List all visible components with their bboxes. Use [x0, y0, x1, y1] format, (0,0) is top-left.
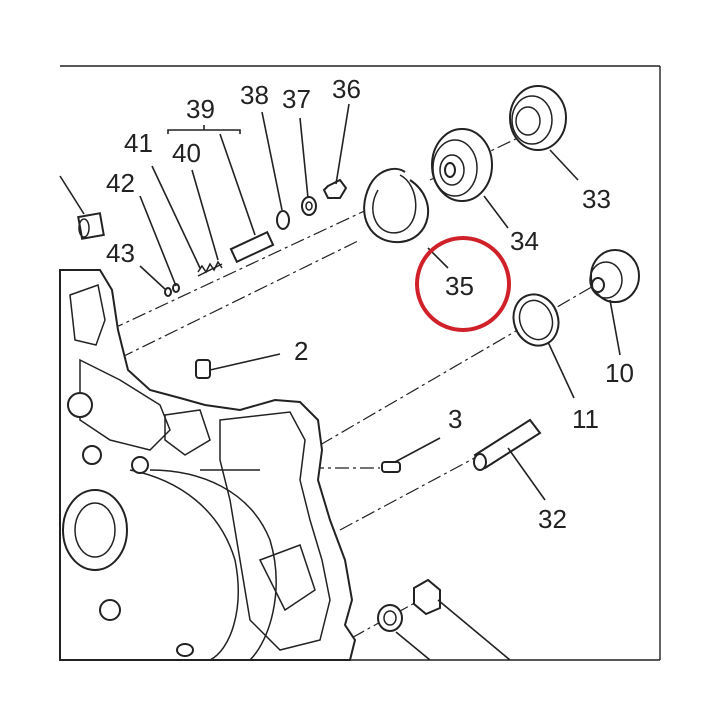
- callout-2: 2: [294, 336, 308, 366]
- callout-43: 43: [106, 238, 135, 268]
- part-10-plug: [589, 249, 640, 303]
- part-drain-plug: [377, 578, 441, 632]
- callout-11: 11: [572, 404, 599, 434]
- callout-10: 10: [605, 358, 634, 388]
- callout-33: 33: [582, 184, 611, 214]
- callout-40: 40: [172, 138, 201, 168]
- part-34-bearing: [431, 128, 493, 202]
- part-43-pin: [164, 283, 180, 297]
- callout-37: 37: [282, 84, 311, 114]
- callout-41: 41: [124, 128, 153, 158]
- callout-42: 42: [106, 168, 135, 198]
- part-2-dowel: [195, 359, 211, 379]
- part-32-shaft: [473, 418, 542, 471]
- part-40-valve-piston: [229, 230, 275, 264]
- callout-leader-lines: [59, 103, 621, 661]
- part-35-circlip: [363, 167, 429, 244]
- part-38-washer: [276, 210, 290, 230]
- part-bushing-left: [77, 212, 105, 240]
- callout-36: 36: [332, 74, 361, 104]
- callout-39: 39: [186, 94, 215, 124]
- part-37-washer: [301, 196, 317, 216]
- callout-34: 34: [510, 226, 539, 256]
- callout-38: 38: [240, 80, 269, 110]
- part-41-spring: [197, 260, 223, 277]
- callout-labels: 36 37 38 39 40 41 42 43 33 34 35 10 11 2…: [106, 74, 634, 534]
- crankcase-housing: [59, 269, 357, 661]
- callout-3: 3: [448, 404, 462, 434]
- callout-35: 35: [445, 271, 474, 301]
- part-11-o-ring: [512, 293, 560, 347]
- part-36-nut: [322, 178, 348, 199]
- callout-32: 32: [538, 504, 567, 534]
- part-33-seal: [509, 85, 567, 151]
- highlight-circle: [415, 236, 511, 332]
- part-3-dowel: [381, 461, 401, 473]
